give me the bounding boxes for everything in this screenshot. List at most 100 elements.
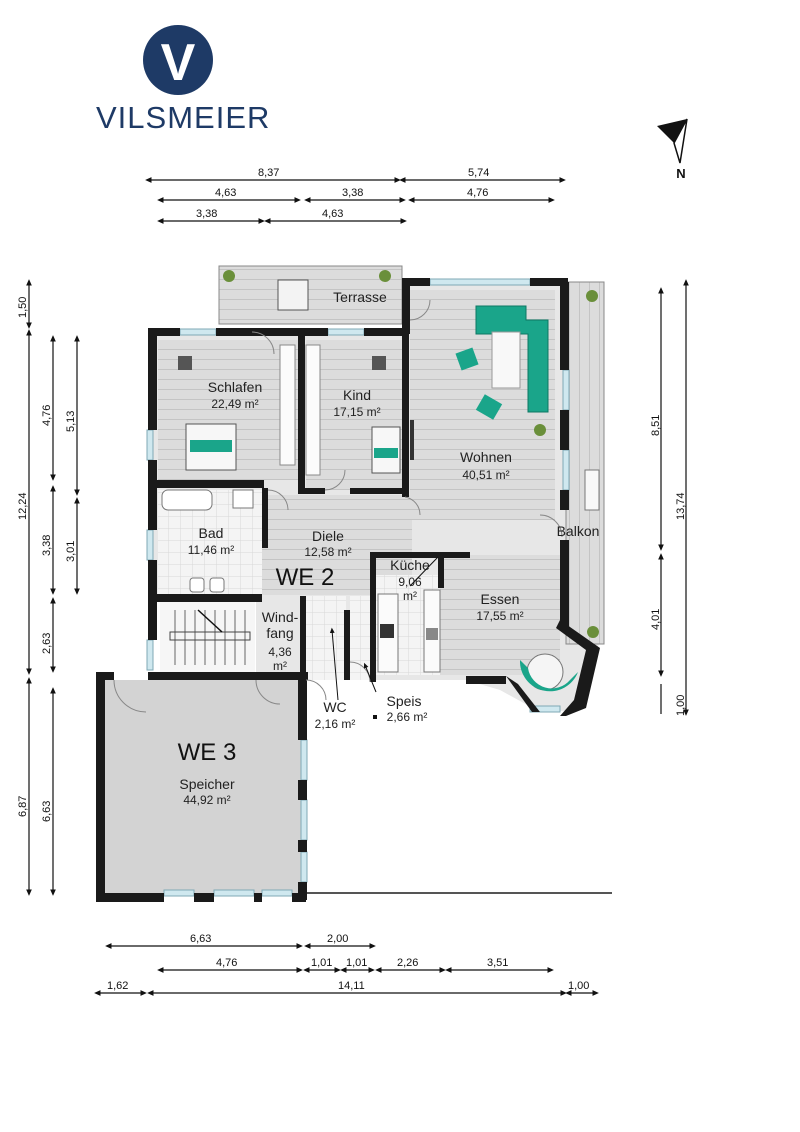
wall (298, 780, 307, 800)
dim-label: 1,00 (675, 695, 687, 716)
wardrobe (305, 344, 321, 476)
room-area: 9,06 (398, 575, 422, 589)
dim-label: 5,13 (65, 411, 77, 432)
dimension-labels-right: 8,51 13,74 4,01 1,00 (650, 415, 687, 716)
logo-letter: V (161, 34, 196, 92)
wall (305, 488, 325, 494)
leaders (329, 556, 439, 719)
wall (530, 278, 568, 286)
wall (560, 540, 569, 628)
armchair (475, 394, 503, 420)
sink-icon (426, 628, 438, 640)
wall (298, 332, 305, 494)
window (146, 529, 154, 561)
toilet-icon (189, 577, 205, 593)
wall (560, 490, 569, 510)
windfang-floor (256, 600, 302, 680)
dim-label: 6,63 (41, 801, 53, 822)
wall (298, 840, 307, 852)
wall (194, 893, 214, 902)
wall (262, 488, 268, 548)
dim-label: 3,01 (65, 541, 77, 562)
doors (113, 299, 563, 713)
speicher-floor (100, 680, 305, 894)
wall (370, 552, 376, 682)
window (300, 799, 308, 841)
plant-icon (223, 270, 235, 282)
room-name: Wohnen (460, 449, 512, 465)
plant-icon (587, 626, 599, 638)
dim-label: 4,76 (216, 957, 237, 969)
room-name: Küche (390, 557, 430, 573)
wall (152, 594, 262, 602)
bathtub (161, 489, 213, 511)
room-name: Speis (386, 693, 421, 709)
window (213, 889, 255, 897)
window (300, 739, 308, 781)
dimensions-top (145, 177, 566, 224)
room-name: WC (323, 699, 346, 715)
wall (344, 610, 350, 680)
bed-blanket (190, 440, 232, 452)
wall (402, 278, 430, 286)
room-area-unit: m² (403, 589, 417, 603)
armchair (455, 347, 479, 371)
dimension-labels-left: 1,50 12,24 4,76 5,13 3,38 3,01 2,63 6,87… (17, 297, 77, 822)
wall (438, 558, 444, 588)
room-area: 4,36 (268, 645, 292, 659)
furniture (161, 270, 600, 692)
wall (216, 328, 328, 336)
bed-blanket (374, 448, 398, 458)
dim-label: 6,63 (190, 933, 211, 945)
terrasse-floor (218, 265, 403, 325)
wall (364, 328, 408, 336)
room-name: Diele (312, 528, 344, 544)
wall (148, 672, 308, 680)
room-name: fang (266, 625, 293, 641)
dim-label: 4,63 (322, 208, 343, 220)
room-name: Terrasse (333, 289, 387, 305)
wardrobe (279, 344, 296, 466)
dimension-labels-bottom: 6,63 2,00 4,76 1,01 1,01 2,26 3,51 1,62 … (107, 933, 589, 992)
plant-icon (586, 290, 598, 302)
room-name: Essen (481, 591, 520, 607)
window (146, 639, 154, 671)
wall (148, 328, 157, 430)
shower (232, 489, 254, 509)
plant-icon (534, 424, 546, 436)
dim-label: 1,62 (107, 980, 128, 992)
coffee-table (491, 331, 521, 389)
dim-label: 3,38 (196, 208, 217, 220)
dim-label: 1,00 (568, 980, 589, 992)
dimensions-left (26, 279, 80, 896)
window (429, 278, 531, 286)
room-labels: Terrasse Schlafen 22,49 m² Kind 17,15 m²… (178, 289, 600, 807)
room-area: 12,58 m² (304, 545, 351, 559)
logo: V VILSMEIER (96, 25, 269, 135)
window (261, 889, 293, 897)
dim-label: 4,01 (650, 609, 662, 630)
stair-treads (169, 609, 251, 665)
wall (466, 676, 506, 684)
window (179, 328, 217, 336)
window (562, 449, 570, 491)
wall (370, 552, 470, 558)
wall (506, 676, 540, 712)
dim-label: 1,50 (17, 297, 29, 318)
dim-label: 2,26 (397, 957, 418, 969)
dim-label: 14,11 (338, 980, 365, 992)
dimension-labels-top: 8,37 5,74 4,63 3,38 4,76 3,38 4,63 (196, 167, 489, 220)
wall (556, 620, 600, 716)
plant-icon (379, 270, 391, 282)
dim-label: 2,00 (327, 933, 348, 945)
wall (350, 488, 405, 494)
wall (96, 893, 164, 902)
room-area: 22,49 m² (211, 397, 258, 411)
room-area: 17,55 m² (476, 609, 523, 623)
window (327, 328, 365, 336)
window (562, 369, 570, 411)
chair-icon (178, 356, 192, 370)
dim-label: 4,76 (41, 405, 53, 426)
wall (402, 332, 409, 497)
wall (148, 460, 157, 530)
